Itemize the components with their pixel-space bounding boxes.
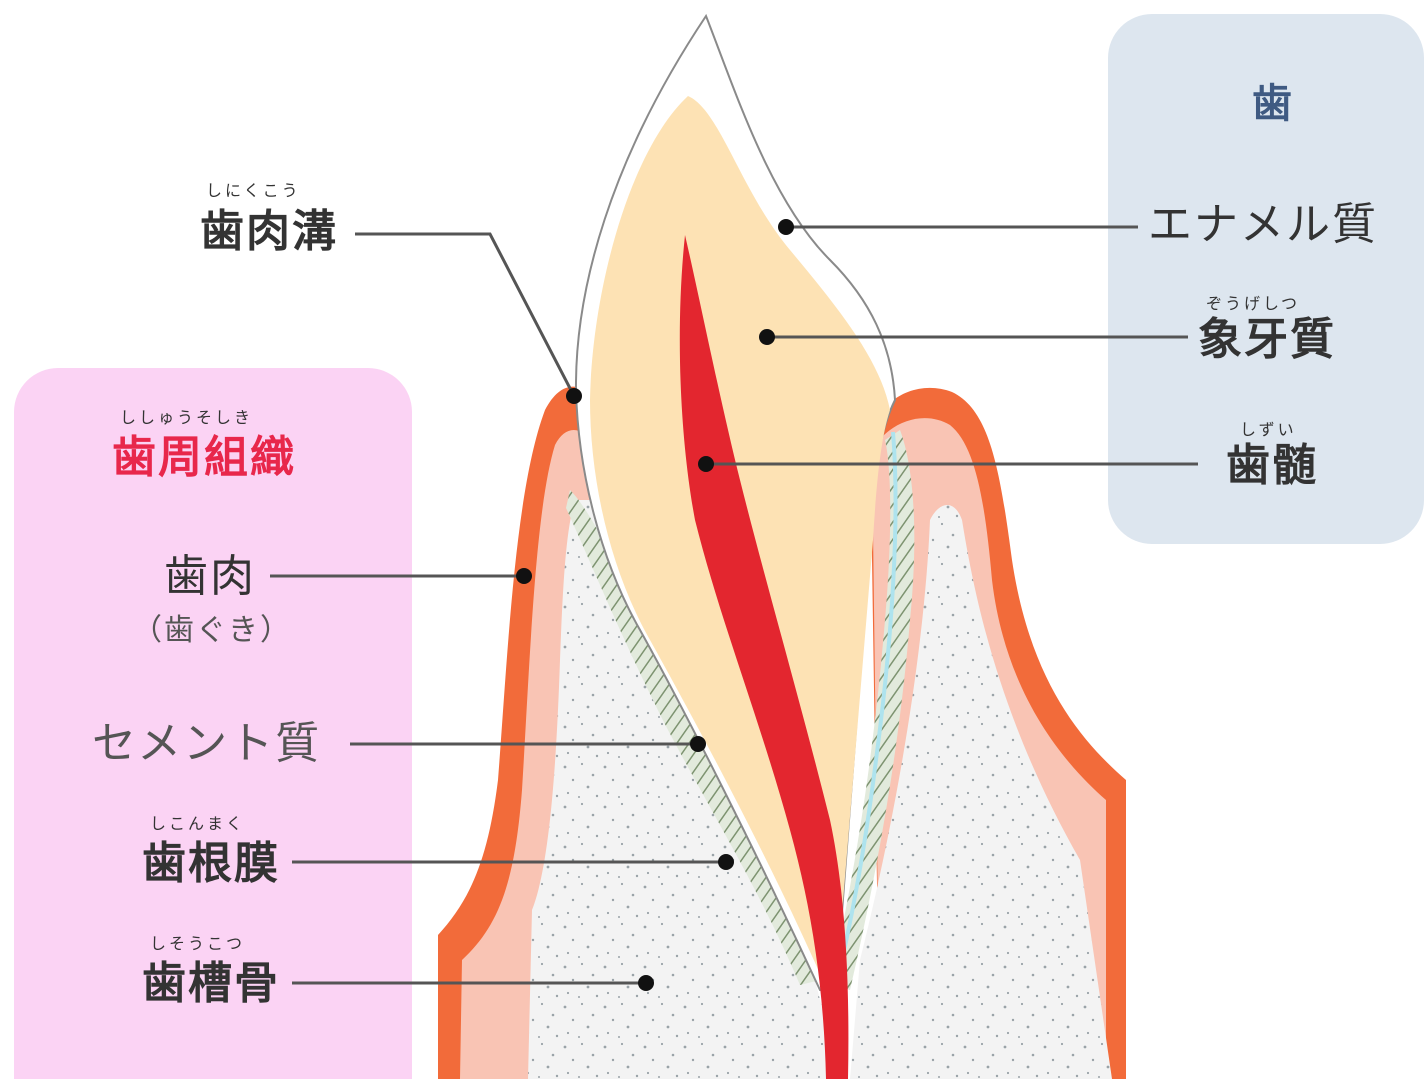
ligament-label: 歯根膜 [142, 838, 280, 889]
periodontal-heading: 歯周組織 [112, 432, 296, 483]
periodontal-panel [14, 368, 412, 1079]
leader-sulcus [355, 232, 576, 397]
dot-gum [516, 568, 532, 584]
dentin-label: 象牙質 [1198, 314, 1336, 365]
dot-sulcus [566, 388, 582, 404]
pulp-label: 歯髄 [1226, 440, 1318, 491]
tooth-panel [1108, 14, 1424, 544]
dot-pulp [698, 456, 714, 472]
periodontal-heading-ruby: ししゅうそしき [120, 408, 254, 427]
gum-label: 歯肉 [164, 551, 256, 602]
sulcus-ruby: しにくこう [206, 181, 301, 200]
bone-ruby: しそうこつ [150, 934, 246, 953]
cementum-label: セメント質 [92, 718, 322, 769]
ligament-left [566, 490, 820, 985]
dot-dentin [759, 329, 775, 345]
dot-bone [638, 975, 654, 991]
dot-ligament [718, 854, 734, 870]
dot-cementum [690, 736, 706, 752]
gum-reading: （歯ぐき） [132, 613, 292, 648]
bone-label: 歯槽骨 [142, 958, 280, 1009]
enamel-label: エナメル質 [1148, 199, 1378, 250]
tooth-heading: 歯 [1252, 81, 1294, 127]
cementum-right [834, 431, 898, 986]
bone-left [528, 500, 840, 1079]
ligament-ruby: しこんまく [150, 814, 246, 833]
pulp [679, 235, 849, 1079]
sulcus-label: 歯肉溝 [200, 206, 338, 257]
dot-enamel [778, 219, 794, 235]
bone-right [850, 505, 1112, 1079]
dentin-ruby: ぞうげしつ [1206, 294, 1301, 313]
pulp-ruby: しずい [1240, 420, 1297, 439]
